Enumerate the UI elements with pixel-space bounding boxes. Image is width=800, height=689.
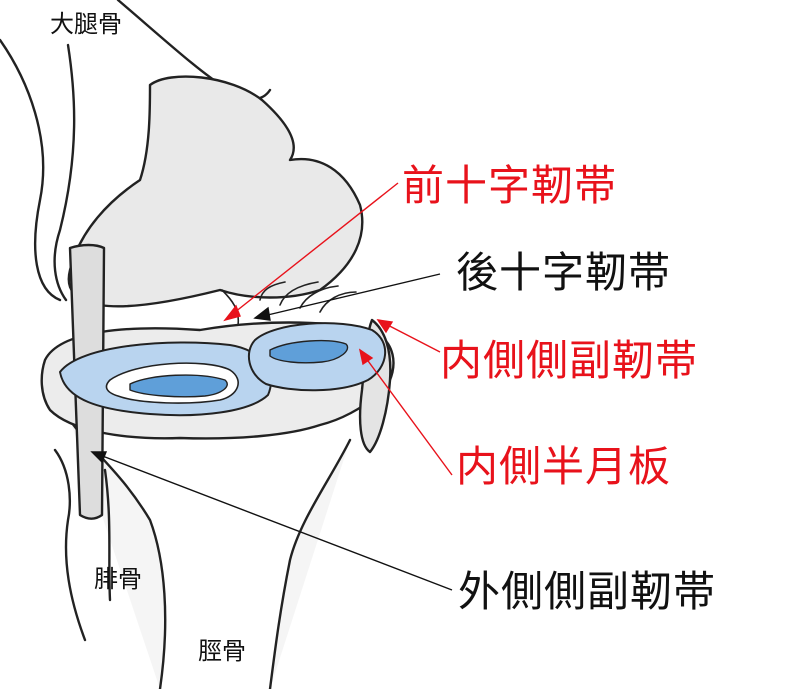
label-pcl: 後十字靭帯 [456,252,671,294]
femur-condyle [69,77,363,307]
label-medial-meniscus: 内側半月板 [456,446,671,488]
label-acl: 前十字靭帯 [402,165,617,207]
pcl-arrowhead [255,308,270,320]
label-tibia: 脛骨 [198,639,246,663]
label-femur: 大腿骨 [50,12,122,36]
label-fibula: 腓骨 [94,567,142,591]
label-mcl: 内側側副靭帯 [440,340,698,382]
label-lcl: 外側側副靭帯 [458,571,716,613]
lateral-meniscus-core [130,375,227,397]
